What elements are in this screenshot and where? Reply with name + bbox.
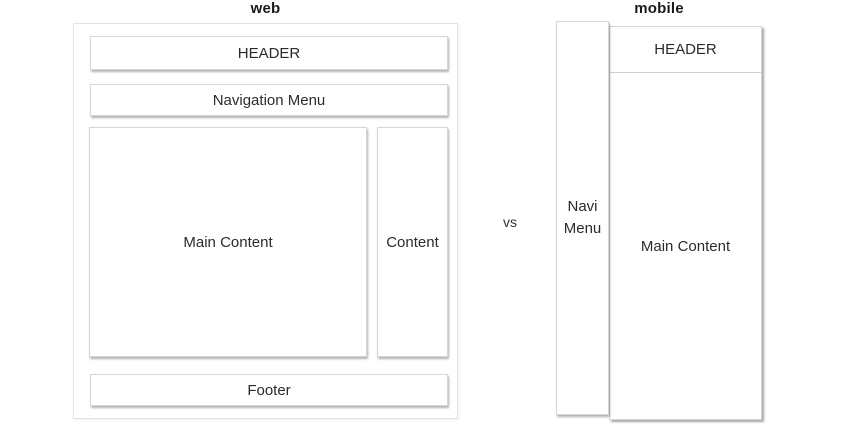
mobile-navi-menu-box: Navi Menu: [556, 21, 609, 415]
web-page-frame: HEADER Navigation Menu Main Content Cont…: [73, 23, 458, 419]
web-navigation-menu-box: Navigation Menu: [90, 84, 448, 116]
mobile-header-box: HEADER: [610, 27, 761, 73]
web-main-content-box: Main Content: [89, 127, 367, 357]
mobile-page-frame: HEADER Main Content: [609, 26, 762, 420]
web-header-box: HEADER: [90, 36, 448, 70]
web-diagram-title: web: [250, 0, 281, 17]
mobile-navi-menu-label-line2: Menu: [563, 220, 602, 237]
mobile-main-content-box: Main Content: [640, 237, 731, 255]
web-sidebar-content-box: Content: [377, 127, 448, 357]
vs-label: vs: [503, 214, 517, 230]
mobile-diagram-title: mobile: [634, 0, 684, 17]
mobile-navi-menu-label-line1: Navi: [567, 198, 598, 215]
web-footer-box: Footer: [90, 374, 448, 406]
